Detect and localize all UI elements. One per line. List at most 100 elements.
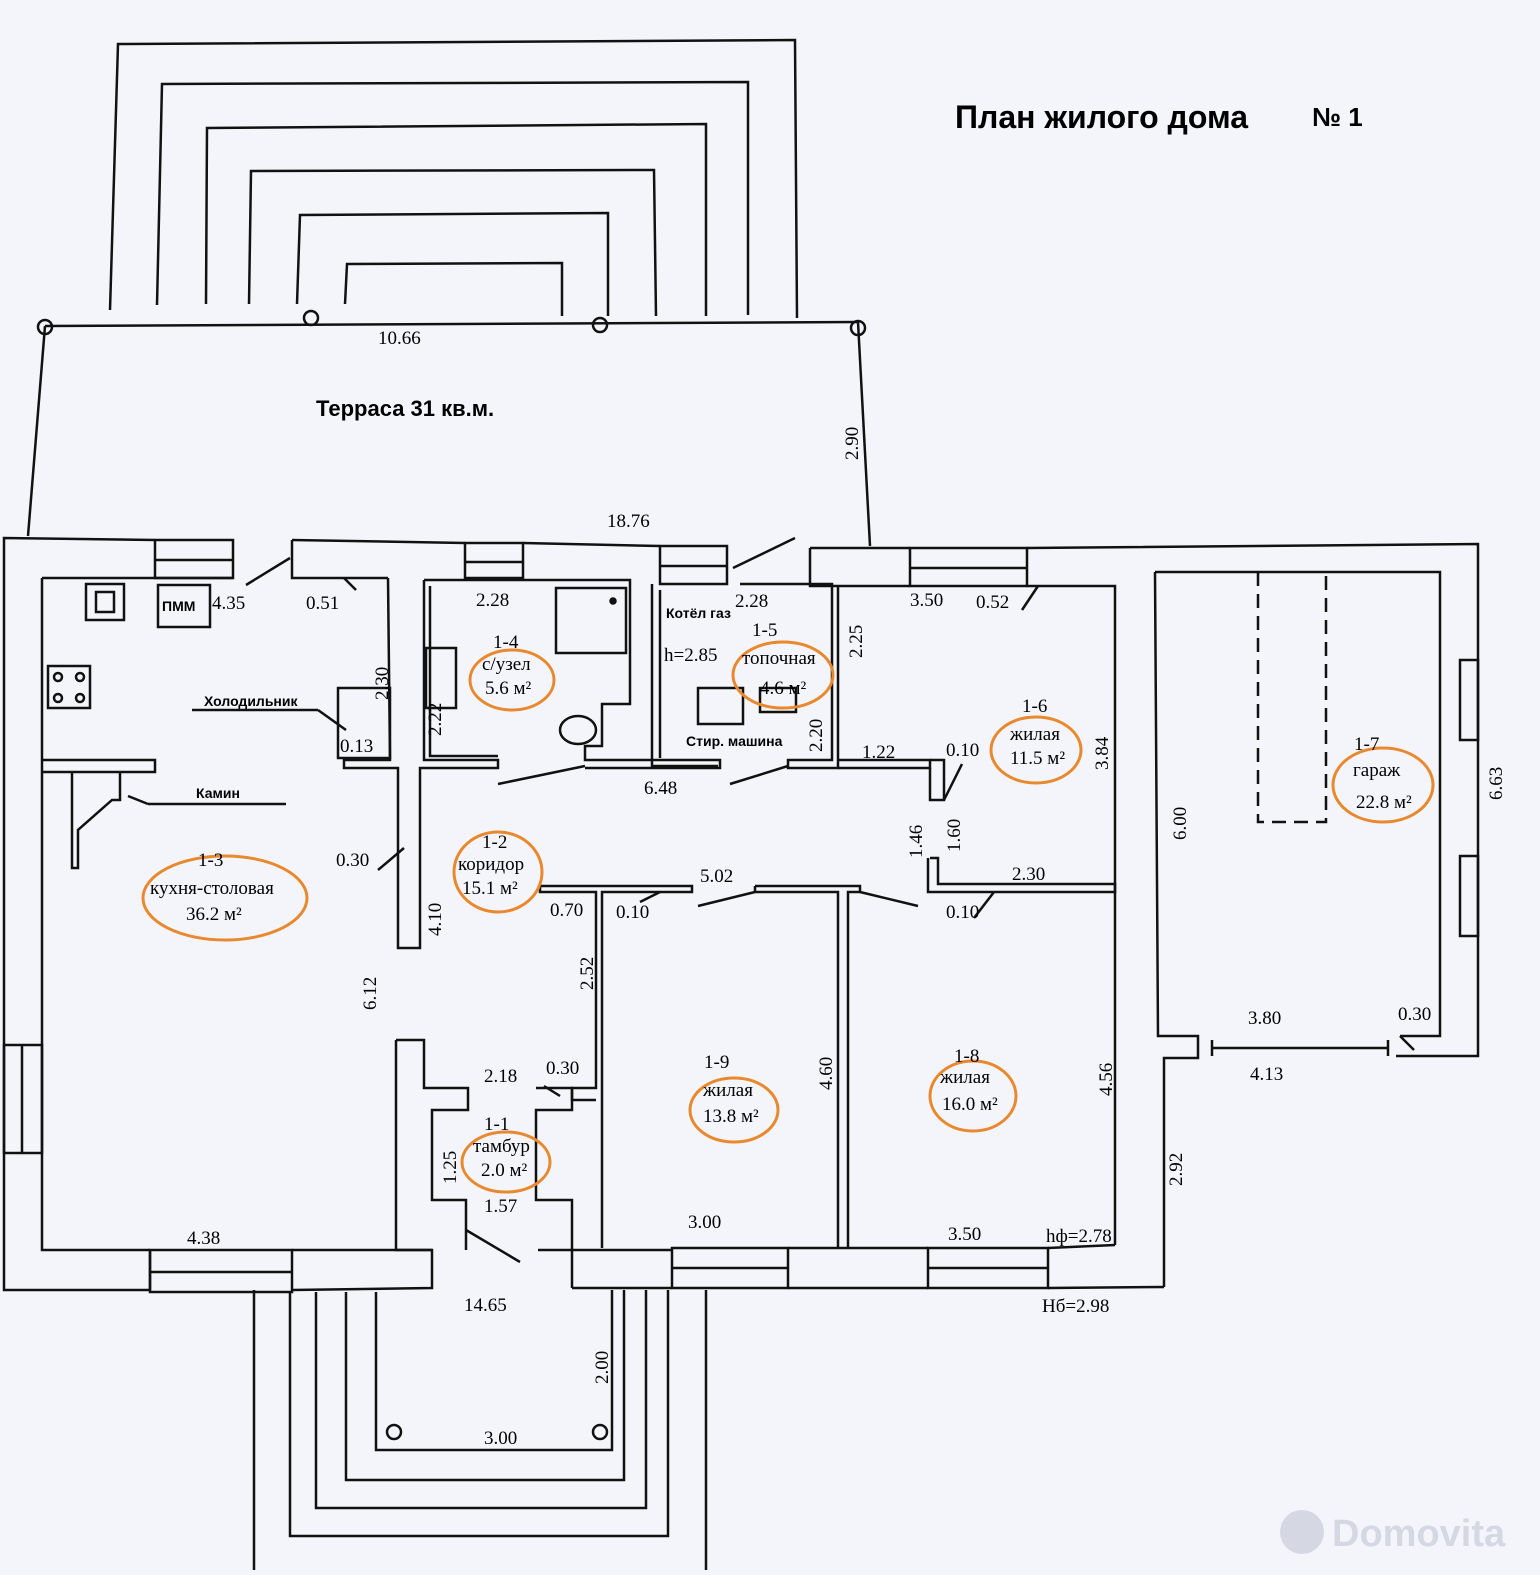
floor-height: hф=2.78: [1046, 1226, 1112, 1247]
room-area: 16.0 м²: [942, 1094, 998, 1115]
exterior-walls: [2, 536, 1480, 1294]
dim-010-b: 0.10: [946, 902, 979, 923]
dim-220: 2.20: [806, 719, 827, 752]
room-area: 13.8 м²: [703, 1106, 759, 1127]
dim-460: 4.60: [816, 1057, 837, 1090]
terrace-column-1: [36, 318, 54, 336]
room-1-1: 1-1 тамбур 2.0 м²: [473, 1114, 530, 1181]
dim-663: 6.63: [1486, 767, 1507, 800]
dim-030-kitchen: 0.30: [336, 850, 369, 871]
room-1-9: 1-9 жилая 13.8 м²: [702, 1052, 759, 1127]
dim-013: 0.13: [340, 736, 373, 757]
dim-070: 0.70: [550, 900, 583, 921]
room-id: 1-8: [954, 1046, 979, 1067]
room-id: 1-2: [482, 832, 507, 853]
dim-456: 4.56: [1096, 1063, 1117, 1096]
dim-230-kitchen: 2.30: [372, 667, 393, 700]
terrace-column-4: [849, 319, 867, 337]
dim-225: 2.25: [846, 625, 867, 658]
interior-walls: [42, 536, 1415, 1288]
pmm-label: ПММ: [162, 598, 195, 614]
dim-030-tambur: 0.30: [546, 1058, 579, 1079]
dim-413: 4.13: [1250, 1064, 1283, 1085]
terrace-column-3: [591, 316, 609, 334]
room-area: 22.8 м²: [1356, 792, 1412, 813]
dim-350-top: 3.50: [910, 590, 943, 611]
room-name: с/узел: [482, 654, 531, 675]
dim-160: 1.60: [944, 819, 965, 852]
room-area: 4.6 м²: [760, 678, 807, 699]
terrace: [26, 309, 872, 547]
dim-146: 1.46: [906, 825, 927, 858]
lower-steps: [252, 1290, 708, 1570]
dim-230-room: 2.30: [1012, 864, 1045, 885]
room-name: гараж: [1353, 760, 1401, 781]
boiler-label: Котёл газ: [666, 605, 731, 621]
room-1-8: 1-8 жилая 16.0 м²: [939, 1046, 998, 1115]
dim-612: 6.12: [360, 977, 381, 1010]
fridge-label: Холодильник: [204, 693, 298, 709]
room-id: 1-4: [493, 632, 519, 653]
dim-300-room: 3.00: [688, 1212, 721, 1233]
building-height: Hб=2.98: [1042, 1296, 1109, 1317]
dimension-labels: 4.35 0.51 2.30 0.13 0.30 4.10 6.12 4.38 …: [187, 590, 1507, 1449]
room-1-5: 1-5 топочная 4.6 м² h=2.85: [664, 620, 816, 699]
room-area: 5.6 м²: [485, 678, 532, 699]
room-id: 1-5: [752, 620, 777, 641]
room-1-2: 1-2 коридор 15.1 м²: [458, 832, 524, 899]
dim-157: 1.57: [484, 1196, 517, 1217]
dim-292: 2.92: [1166, 1153, 1187, 1186]
dim-010-c: 0.10: [616, 902, 649, 923]
dim-252: 2.52: [577, 957, 598, 990]
room-1-3: 1-3 кухня-столовая 36.2 м²: [150, 850, 274, 925]
room-area: 15.1 м²: [462, 878, 518, 899]
dim-502: 5.02: [700, 866, 733, 887]
dim-bath-top: 2.28: [476, 590, 509, 611]
dim-350-bottom: 3.50: [948, 1224, 981, 1245]
plan-number: № 1: [1312, 102, 1363, 132]
room-name: жилая: [1009, 724, 1060, 745]
room-height: h=2.85: [664, 645, 717, 666]
room-id: 1-6: [1022, 696, 1047, 717]
dim-door-051: 0.51: [306, 593, 339, 614]
overall-bottom-dim: 14.65: [464, 1295, 507, 1316]
dim-384: 3.84: [1092, 736, 1113, 770]
room-area: 2.0 м²: [481, 1160, 528, 1181]
room-name: кухня-столовая: [150, 878, 274, 899]
dim-648: 6.48: [644, 778, 677, 799]
porch-column-right: [591, 1423, 609, 1441]
fireplace-label: Камин: [196, 785, 240, 801]
room-name: коридор: [458, 854, 524, 875]
dim-300-porch: 3.00: [484, 1428, 517, 1449]
pmm-box: [156, 583, 212, 629]
terrace-depth: 2.90: [842, 427, 863, 460]
dim-438: 4.38: [187, 1228, 220, 1249]
room-name: тамбур: [473, 1136, 530, 1157]
area-highlights: [141, 640, 1435, 1194]
watermark: Domovita: [1280, 1510, 1506, 1555]
room-name: жилая: [939, 1067, 990, 1088]
room-1-7: 1-7 гараж 22.8 м²: [1353, 734, 1412, 813]
terrace-label: Терраса 31 кв.м.: [316, 396, 494, 421]
room-id: 1-3: [198, 850, 223, 871]
room-id: 1-1: [484, 1114, 509, 1135]
dim-boiler-top: 2.28: [735, 591, 768, 612]
dim-410: 4.10: [425, 903, 446, 936]
washer-label: Стир. машина: [686, 733, 783, 749]
room-name: топочная: [742, 648, 816, 669]
dim-218: 2.18: [484, 1066, 517, 1087]
watermark-text: Domovita: [1332, 1513, 1506, 1555]
room-1-4: 1-4 с/узел 5.6 м²: [482, 632, 532, 699]
watermark-logo-icon: [1280, 1510, 1324, 1554]
dim-122: 1.22: [862, 742, 895, 763]
porch-column-left: [385, 1423, 403, 1441]
upper-steps: [108, 38, 799, 319]
room-1-6: 1-6 жилая 11.5 м²: [1009, 696, 1065, 769]
dim-kitchen-top: 4.35: [212, 593, 245, 614]
overall-top-dim: 18.76: [607, 511, 650, 532]
room-area: 11.5 м²: [1010, 748, 1065, 769]
dim-600: 6.00: [1170, 807, 1191, 840]
room-area: 36.2 м²: [186, 904, 242, 925]
dim-010-a: 0.10: [946, 740, 979, 761]
